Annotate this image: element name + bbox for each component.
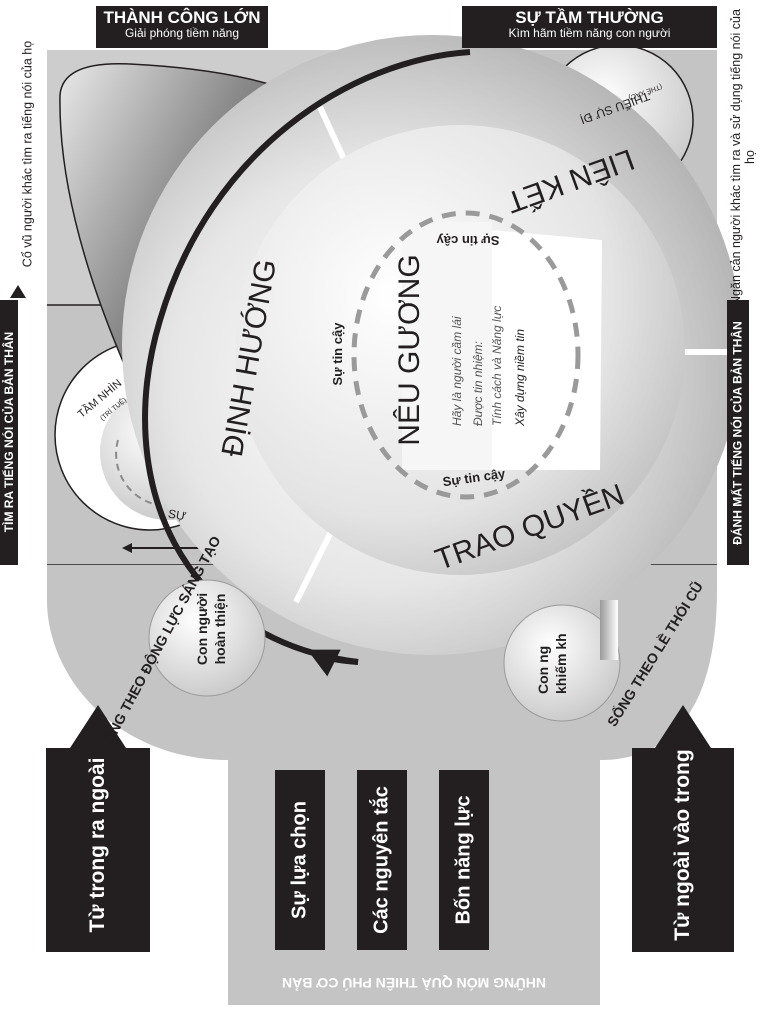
trust-label-top: Sự tin cậy xyxy=(436,233,500,248)
pillar-2-label: Các nguyên tắc xyxy=(370,786,393,934)
top-right-header-bg xyxy=(462,6,717,48)
left-side-dark-label: TÌM RA TIẾNG NÓI CỦA BẢN THÂN xyxy=(2,331,16,533)
top-right-header-title: SỰ TẦM THƯỜNG xyxy=(515,8,664,27)
bullet-4: Xây dựng niềm tin xyxy=(513,329,527,426)
pillar-3 xyxy=(439,770,489,950)
trust-label-left: Sự tin cậy xyxy=(330,322,345,386)
left-arrow-shape xyxy=(46,705,150,952)
top-left-header-subtitle: Giải phóng tiềm năng xyxy=(124,26,240,40)
left-arrow-label: Từ trong ra ngoài xyxy=(86,757,109,933)
pillar-2 xyxy=(357,770,407,950)
left-dark-bar xyxy=(0,300,18,565)
top-right-header-subtitle: Kìm hãm tiềm năng con người xyxy=(508,26,671,40)
bullet-2: Được tin nhiệm: xyxy=(471,341,485,426)
center-title: NÊU GƯƠNG xyxy=(393,254,426,446)
bottom-right-circle-line1: Con ng xyxy=(535,645,551,694)
right-side-dark-label: ĐÁNH MẤT TIẾNG NÓI CỦA BẢN THÂN xyxy=(730,321,745,545)
right-dark-bar xyxy=(727,300,749,565)
bottom-right-circle xyxy=(503,604,621,722)
trust-ring xyxy=(351,210,581,500)
top-right-header: SỰ TẦM THƯỜNG Kìm hãm tiềm năng con ngườ… xyxy=(462,9,717,40)
right-arrow-label: Từ ngoài vào trong xyxy=(671,749,694,941)
ring-arrow xyxy=(307,649,359,677)
top-left-header-bg xyxy=(96,6,268,48)
bottom-left-circle-line2: hoàn thiện xyxy=(212,593,228,665)
bottom-banner-bg xyxy=(228,960,600,1005)
right-arrow-shape xyxy=(632,705,734,952)
bottom-banner: NHỮNG MÓN QUÀ THIÊN PHÚ CƠ BẢN xyxy=(282,975,546,991)
bottom-left-circle-line1: Con người xyxy=(194,592,210,666)
bullet-1: Hãy là người cầm lái xyxy=(450,316,464,426)
top-left-header: THÀNH CÔNG LỚN Giải phóng tiềm năng xyxy=(96,9,268,40)
pillar-3-label: Bốn năng lực xyxy=(452,795,475,925)
top-left-header-title: THÀNH CÔNG LỚN xyxy=(103,8,261,27)
bottom-right-circle-line2: khiếm kh xyxy=(553,633,569,694)
right-side-light-label: Ngăn cản người khác tìm ra và sử dụng ti… xyxy=(729,9,757,305)
pillar-1 xyxy=(275,770,325,950)
bottom-left-circle xyxy=(148,579,266,697)
pillar-1-label: Sự lựa chọn xyxy=(288,801,311,919)
left-side-light-label: Cổ vũ người khác tìm ra tiếng nói của họ xyxy=(20,40,35,268)
bullet-3: Tính cách và Năng lực xyxy=(490,305,504,426)
